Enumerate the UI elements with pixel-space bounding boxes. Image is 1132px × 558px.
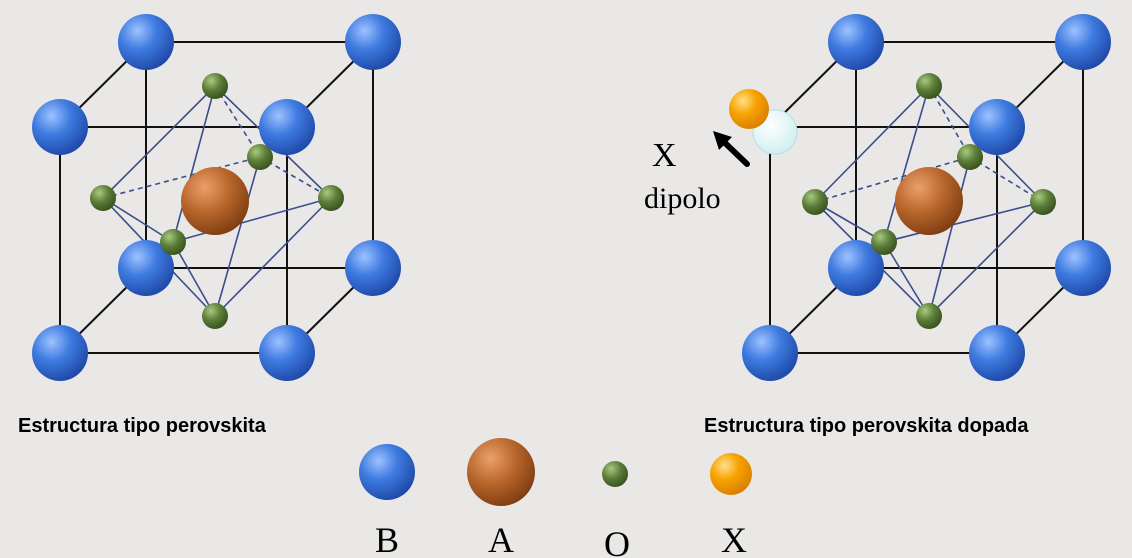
- b-atom: [742, 325, 798, 381]
- legend-item-x: X: [710, 453, 752, 558]
- a-atom: [895, 167, 963, 235]
- b-atom: [118, 14, 174, 70]
- b-atom: [345, 240, 401, 296]
- o-atom: [247, 144, 273, 170]
- b-atom: [259, 99, 315, 155]
- dipole-label: dipolo: [644, 182, 721, 215]
- dipole-arrow-icon: [713, 131, 750, 167]
- perovskite-structure-right: X dipolo Estructura tipo perovskita dopa…: [644, 14, 1111, 437]
- o-atom: [957, 144, 983, 170]
- atoms: [32, 14, 401, 381]
- b-atom: [1055, 14, 1111, 70]
- atoms: [729, 14, 1111, 381]
- legend-item-b: B: [359, 444, 415, 558]
- legend-label-b: B: [375, 520, 399, 558]
- b-atom: [969, 99, 1025, 155]
- perovskite-structure-left: Estructura tipo perovskita: [18, 14, 401, 437]
- a-atom: [181, 167, 249, 235]
- b-atom: [828, 240, 884, 296]
- b-atom: [32, 99, 88, 155]
- legend-label-a: A: [488, 520, 514, 558]
- left-caption: Estructura tipo perovskita: [18, 415, 267, 437]
- o-atom: [871, 229, 897, 255]
- green-sphere-icon: [602, 461, 628, 487]
- legend-label-x: X: [721, 520, 747, 558]
- blue-sphere-icon: [359, 444, 415, 500]
- o-atom: [916, 303, 942, 329]
- b-atom: [1055, 240, 1111, 296]
- o-atom: [318, 185, 344, 211]
- o-atom: [916, 73, 942, 99]
- b-atom: [345, 14, 401, 70]
- o-atom: [202, 303, 228, 329]
- o-atom: [1030, 189, 1056, 215]
- right-caption: Estructura tipo perovskita dopada: [704, 415, 1029, 437]
- legend-label-o: O: [604, 524, 630, 558]
- legend: B A O X: [359, 438, 752, 558]
- dipole-symbol: X: [652, 137, 677, 174]
- o-atom: [90, 185, 116, 211]
- b-atom: [32, 325, 88, 381]
- legend-item-a: A: [467, 438, 535, 558]
- b-atom: [118, 240, 174, 296]
- o-atom: [202, 73, 228, 99]
- brown-sphere-icon: [467, 438, 535, 506]
- o-atom: [802, 189, 828, 215]
- b-atom: [969, 325, 1025, 381]
- x-dopant-atom: [729, 89, 769, 129]
- b-atom: [259, 325, 315, 381]
- legend-item-o: O: [602, 461, 630, 558]
- orange-sphere-icon: [710, 453, 752, 495]
- o-atom: [160, 229, 186, 255]
- b-atom: [828, 14, 884, 70]
